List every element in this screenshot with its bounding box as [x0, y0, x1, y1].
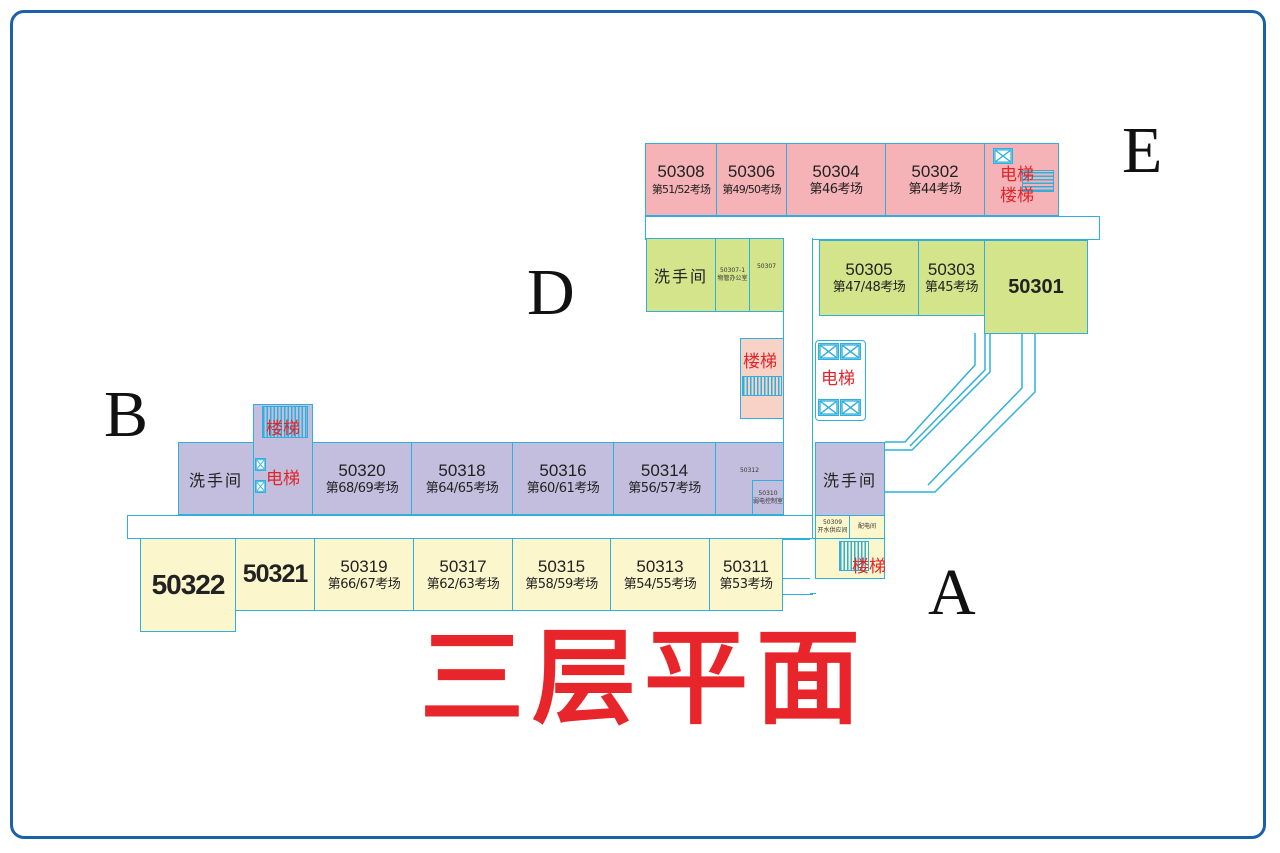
- elevator-icon: [840, 343, 861, 360]
- corridor-e: [645, 216, 1100, 240]
- room-number: 50309: [822, 519, 843, 526]
- exam-label: 第66/67考场: [327, 576, 401, 592]
- exam-label: 第46考场: [809, 181, 863, 197]
- exam-label: 第51/52考场: [651, 182, 711, 196]
- room-50311[interactable]: 50311 第53考场: [709, 538, 783, 611]
- room-50309[interactable]: 50309 开水供应间: [815, 515, 850, 539]
- room-number: 50321: [242, 560, 309, 588]
- elevator-label-b: 电梯: [266, 469, 300, 489]
- washroom-a[interactable]: 洗手间: [815, 442, 885, 516]
- stairs-label-d: 楼梯: [743, 352, 777, 372]
- elevator-icon: [255, 480, 266, 493]
- room-number: 50317: [439, 556, 487, 576]
- room-number: 50318: [438, 460, 486, 480]
- room-50319[interactable]: 50319 第66/67考场: [314, 538, 414, 611]
- elevator-icon: [818, 399, 839, 416]
- exam-label: 第53考场: [719, 576, 773, 592]
- room-50316[interactable]: 50316 第60/61考场: [512, 442, 614, 515]
- stairs-icon: [742, 376, 782, 396]
- room-number: 50306: [727, 161, 776, 181]
- room-50304[interactable]: 50304 第46考场: [786, 143, 886, 216]
- washroom-label: 洗手间: [822, 471, 877, 490]
- room-50320[interactable]: 50320 第68/69考场: [312, 442, 412, 515]
- washroom-d[interactable]: 洗手间: [646, 238, 716, 312]
- room-50313[interactable]: 50313 第54/55考场: [610, 538, 710, 611]
- wing-label-d: D: [527, 256, 575, 329]
- corridor-a-link: [810, 538, 816, 594]
- room-number: 50307-1: [719, 267, 746, 274]
- exam-label: 第44考场: [908, 181, 962, 197]
- room-number: 50304: [812, 161, 860, 181]
- room-50306[interactable]: 50306 第49/50考场: [716, 143, 787, 216]
- page-frame: [10, 10, 1266, 839]
- room-function: 物管办公室: [717, 275, 748, 282]
- room-number: 50319: [340, 556, 388, 576]
- elevator-icon: [840, 399, 861, 416]
- wing-label-e: E: [1122, 114, 1163, 187]
- room-number: 50302: [911, 161, 959, 181]
- room-50315[interactable]: 50315 第58/59考场: [512, 538, 611, 611]
- room-50318[interactable]: 50318 第64/65考场: [411, 442, 513, 515]
- room-50307-1[interactable]: 50307-1 物管办公室: [715, 238, 750, 312]
- exam-label: 第58/59考场: [525, 576, 598, 592]
- room-50307[interactable]: 50307: [749, 238, 784, 312]
- exam-label: 第56/57考场: [628, 480, 701, 496]
- room-number: 50305: [845, 260, 893, 279]
- room-50302[interactable]: 50302 第44考场: [885, 143, 985, 216]
- room-function: 弱电控制室: [753, 497, 784, 505]
- exam-label: 第45考场: [924, 280, 979, 295]
- room-50322[interactable]: 50322: [140, 538, 236, 632]
- room-number: 50314: [640, 460, 689, 480]
- room-number: 50320: [338, 460, 386, 480]
- exam-label: 第64/65考场: [425, 480, 499, 496]
- washroom-label: 洗手间: [653, 267, 708, 286]
- room-50305[interactable]: 50305 第47/48考场: [819, 240, 919, 316]
- room-number: 50307: [756, 263, 777, 270]
- room-number: 50312: [739, 467, 760, 474]
- elevator-icon: [818, 343, 839, 360]
- elevator-label-center: 电梯: [821, 369, 855, 389]
- stairs-icon: [1022, 170, 1054, 192]
- stairs-icon: [839, 541, 869, 571]
- stairs-label-e: 楼梯: [1000, 186, 1034, 206]
- room-number: 50301: [1008, 275, 1064, 298]
- corridor-d-vertical: [783, 238, 813, 540]
- room-50303[interactable]: 50303 第45考场: [918, 240, 985, 316]
- washroom-b[interactable]: 洗手间: [178, 442, 254, 515]
- exam-label: 第54/55考场: [623, 576, 697, 592]
- exam-label: 第47/48考场: [832, 280, 906, 295]
- room-number: 50310: [758, 489, 778, 497]
- room-50308[interactable]: 50308 第51/52考场: [645, 143, 717, 216]
- room-number: 50322: [151, 569, 226, 600]
- stairs-label-a: 楼梯: [852, 557, 886, 577]
- washroom-label: 洗手间: [188, 470, 243, 490]
- room-number: 50311: [722, 556, 769, 576]
- stairs-label-b: 楼梯: [266, 419, 300, 439]
- room-50310[interactable]: 50310 弱电控制室: [752, 480, 784, 515]
- room-number: 50316: [539, 460, 587, 480]
- room-number: 50313: [636, 556, 684, 576]
- wing-label-a: A: [928, 556, 976, 629]
- room-number: 50303: [927, 260, 976, 279]
- exam-label: 第60/61考场: [526, 480, 600, 496]
- room-number: 50315: [537, 556, 586, 576]
- room-50314[interactable]: 50314 第56/57考场: [613, 442, 716, 515]
- elevator-icon: [993, 148, 1013, 164]
- room-50317[interactable]: 50317 第62/63考场: [413, 538, 513, 611]
- elevator-icon: [255, 458, 266, 471]
- exam-label: 第49/50考场: [722, 182, 781, 196]
- elevator-label-e: 电梯: [1000, 165, 1034, 185]
- stairs-icon: [262, 406, 308, 438]
- room-50301[interactable]: 50301: [984, 240, 1088, 334]
- room-power[interactable]: 配电间: [849, 515, 885, 539]
- floor-title: 三层平面: [419, 617, 868, 739]
- room-number: 50308: [657, 161, 705, 181]
- room-50321[interactable]: 50321: [235, 538, 315, 611]
- wing-label-b: B: [104, 378, 149, 451]
- room-function: 配电间: [857, 523, 876, 530]
- exam-label: 第68/69考场: [325, 480, 399, 496]
- room-function: 开水供应间: [817, 527, 848, 534]
- exam-label: 第62/63考场: [426, 576, 500, 592]
